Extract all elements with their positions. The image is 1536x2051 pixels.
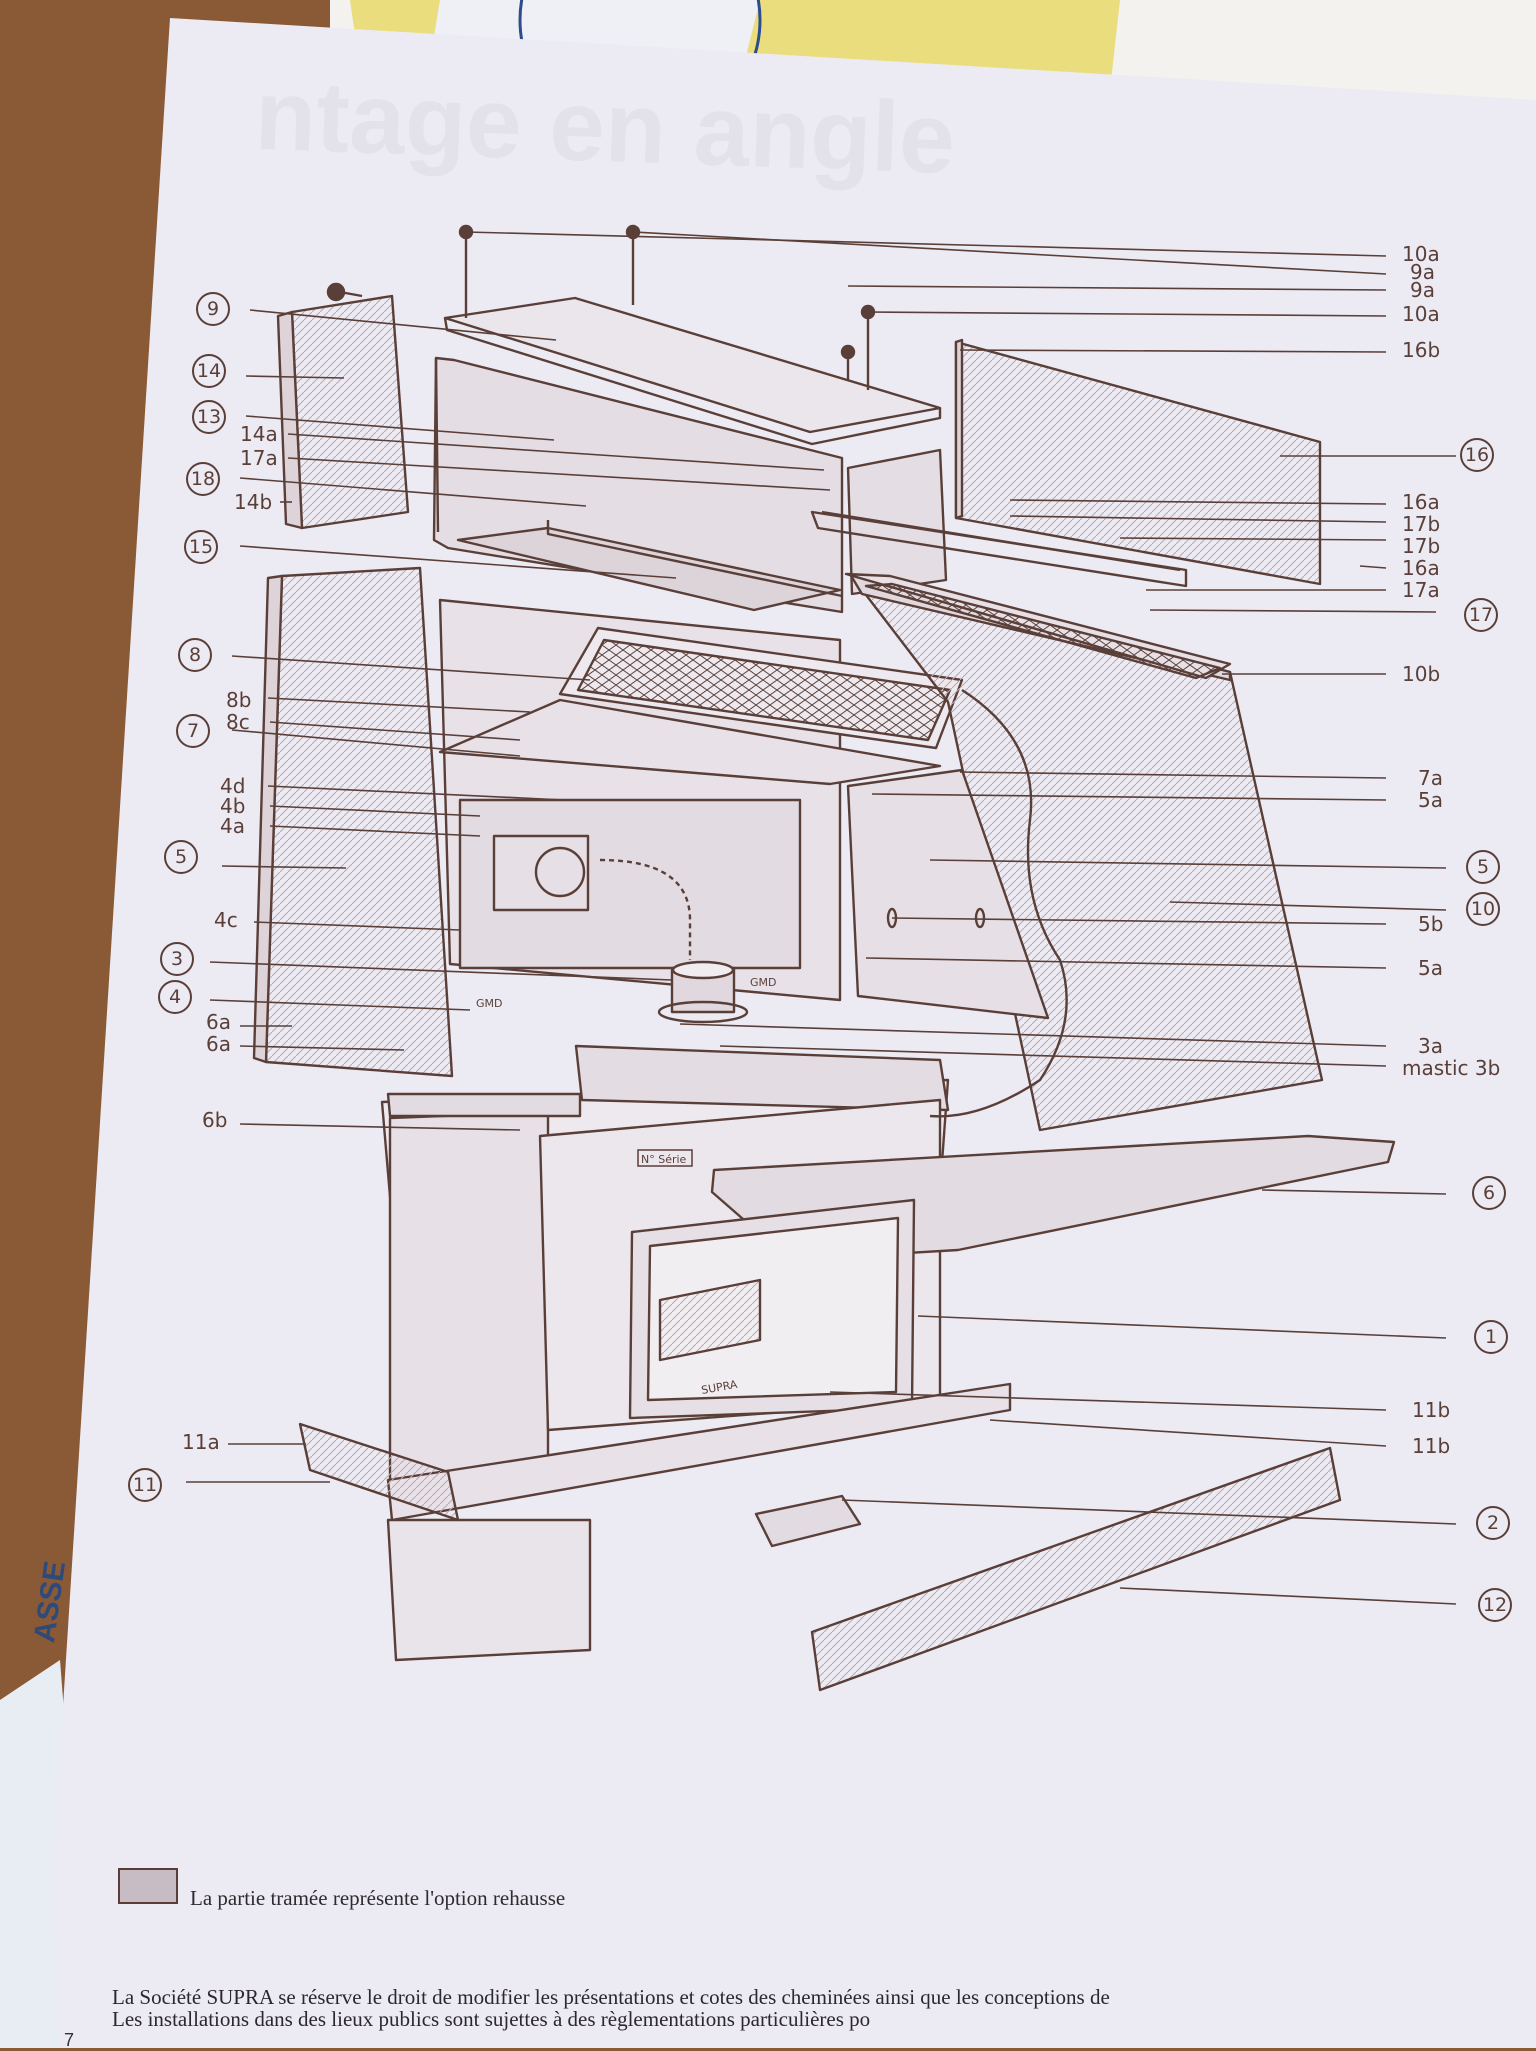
label-8b: 8b	[226, 688, 252, 712]
gmd-plate-right: GMD	[750, 976, 777, 989]
callout-8: 8	[178, 638, 212, 672]
label-10b: 10b	[1402, 662, 1441, 686]
label-17a-left: 17a	[240, 446, 278, 470]
label-17b-second: 17b	[1402, 534, 1441, 558]
label-17b-first: 17b	[1402, 512, 1441, 536]
label-11b-second: 11b	[1412, 1434, 1451, 1458]
shaded-legend-swatch	[118, 1868, 178, 1904]
callout-3: 3	[160, 942, 194, 976]
callout-2: 2	[1476, 1506, 1510, 1540]
callout-1: 1	[1474, 1320, 1508, 1354]
callout-17: 17	[1464, 598, 1498, 632]
callout-16: 16	[1460, 438, 1494, 472]
serial-plate: N° Série	[641, 1153, 687, 1166]
callout-11: 11	[128, 1468, 162, 1502]
label-5b: 5b	[1418, 912, 1444, 936]
label-6b: 6b	[202, 1108, 228, 1132]
label-16a-first: 16a	[1402, 490, 1440, 514]
footer-line-2: Les installations dans des lieux publics…	[112, 2007, 871, 2031]
label-3a: 3a	[1418, 1034, 1443, 1058]
callout-4: 4	[158, 980, 192, 1014]
gmd-plate-left: GMD	[476, 997, 503, 1010]
label-6a-second: 6a	[206, 1032, 231, 1056]
label-14b: 14b	[234, 490, 273, 514]
label-9a-first: 9a	[1410, 260, 1435, 284]
callout-7: 7	[176, 714, 210, 748]
label-4c: 4c	[214, 908, 238, 932]
label-4b: 4b	[220, 794, 246, 818]
label-mastic-3b: mastic 3b	[1402, 1056, 1501, 1080]
legend-text: La partie tramée représente l'option reh…	[190, 1886, 566, 1910]
callout-15: 15	[184, 530, 218, 564]
label-16b: 16b	[1402, 338, 1441, 362]
label-7a: 7a	[1418, 766, 1443, 790]
label-4a: 4a	[220, 814, 245, 838]
label-16a-second: 16a	[1402, 556, 1440, 580]
label-4d: 4d	[220, 774, 246, 798]
exploded-diagram	[252, 224, 1396, 1692]
label-17a-right: 17a	[1402, 578, 1440, 602]
label-10a-top: 10a	[1402, 242, 1440, 266]
brand-on-door: SUPRA	[700, 1378, 739, 1397]
label-5a-first: 5a	[1418, 788, 1443, 812]
label-11b-first: 11b	[1412, 1398, 1451, 1422]
label-5a-second: 5a	[1418, 956, 1443, 980]
callout-12: 12	[1478, 1588, 1512, 1622]
label-11a: 11a	[182, 1430, 220, 1454]
callout-5-left: 5	[164, 840, 198, 874]
label-8c: 8c	[226, 710, 250, 734]
label-10a-second: 10a	[1402, 302, 1440, 326]
footer-notice: La Société SUPRA se réserve le droit de …	[112, 1986, 1242, 2030]
callout-13: 13	[192, 400, 226, 434]
callout-9: 9	[196, 292, 230, 326]
footer-line-1: La Société SUPRA se réserve le droit de …	[112, 1985, 1110, 2009]
callout-5-right: 5	[1466, 850, 1500, 884]
page-number: 7	[64, 2030, 75, 2050]
callout-14: 14	[192, 354, 226, 388]
callout-6: 6	[1472, 1176, 1506, 1210]
label-14a: 14a	[240, 422, 278, 446]
leader-lines	[186, 231, 1457, 1605]
nameplates: N° Série GMD GMD SUPRA	[476, 976, 777, 1397]
label-6a-first: 6a	[206, 1010, 231, 1034]
faded-heading: ntage en angle	[253, 58, 957, 196]
callout-18: 18	[186, 462, 220, 496]
label-9a-second: 9a	[1410, 278, 1435, 302]
callout-10: 10	[1466, 892, 1500, 926]
